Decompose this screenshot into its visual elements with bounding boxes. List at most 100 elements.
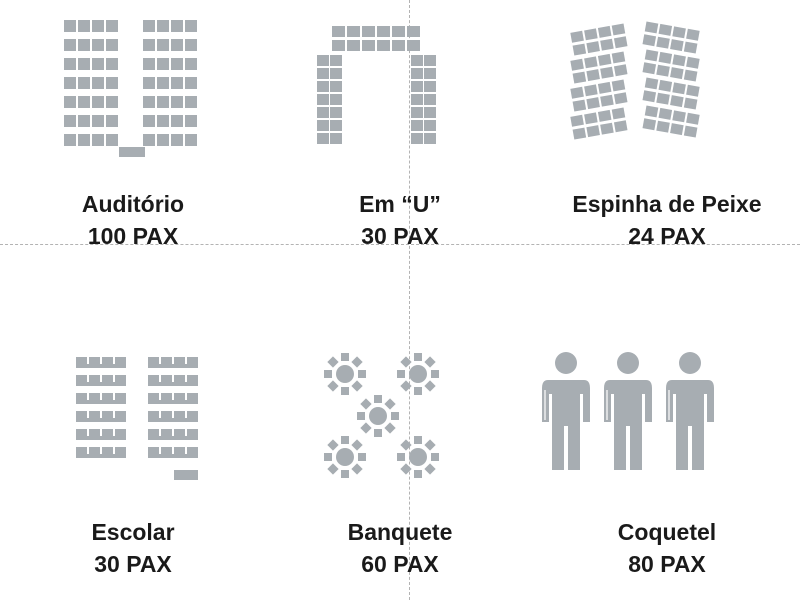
seat-shape bbox=[161, 357, 172, 368]
seat-shape bbox=[115, 447, 126, 458]
seat-shape bbox=[597, 25, 612, 38]
seat-shape bbox=[148, 382, 198, 386]
seat-shape bbox=[357, 412, 365, 420]
seat-shape bbox=[102, 357, 113, 368]
seat-shape bbox=[570, 114, 584, 127]
banquet-tables-icon bbox=[324, 353, 439, 478]
seat-shape bbox=[411, 55, 423, 66]
seat-shape bbox=[683, 125, 698, 138]
seat-shape bbox=[76, 382, 126, 386]
seat-shape bbox=[324, 370, 332, 378]
seat-shape bbox=[642, 90, 657, 103]
seat-shape bbox=[171, 134, 183, 146]
seat-shape bbox=[64, 58, 76, 70]
seat-shape bbox=[330, 81, 342, 92]
seat-shape bbox=[76, 364, 126, 368]
table-shape bbox=[369, 407, 387, 425]
seat-shape bbox=[670, 95, 684, 108]
seat-shape bbox=[670, 123, 684, 136]
layout-name: Escolar bbox=[91, 519, 175, 545]
seat-shape bbox=[157, 96, 169, 108]
seat-shape bbox=[157, 115, 169, 127]
layout-name: Coquetel bbox=[617, 519, 717, 545]
seat-shape bbox=[411, 68, 423, 79]
seat-shape bbox=[686, 84, 700, 97]
seat-shape bbox=[161, 447, 172, 458]
seat-shape bbox=[586, 125, 600, 138]
seat-shape bbox=[327, 439, 339, 451]
seat-shape bbox=[414, 436, 422, 444]
seat-shape bbox=[424, 68, 436, 79]
layout-capacity: 60 PAX bbox=[361, 551, 439, 577]
person-figure bbox=[604, 352, 652, 470]
seat-shape bbox=[89, 411, 100, 422]
seat-shape bbox=[106, 134, 118, 146]
person-figure bbox=[542, 352, 590, 470]
seat-shape bbox=[161, 429, 172, 440]
seat-shape bbox=[683, 69, 698, 82]
seat-shape bbox=[424, 380, 436, 392]
seat-shape bbox=[431, 370, 439, 378]
seat-shape bbox=[642, 118, 657, 131]
seat-shape bbox=[64, 20, 76, 32]
seat-shape bbox=[148, 357, 159, 368]
seat-row bbox=[642, 105, 700, 138]
classroom-seating-icon bbox=[76, 357, 198, 480]
seat-shape bbox=[613, 36, 628, 49]
seat-shape bbox=[157, 58, 169, 70]
seat-shape bbox=[76, 400, 126, 404]
seat-shape bbox=[174, 447, 185, 458]
seat-shape bbox=[400, 380, 412, 392]
seat-shape bbox=[414, 387, 422, 395]
seat-shape bbox=[611, 107, 626, 120]
seat-shape bbox=[185, 134, 197, 146]
seat-shape bbox=[148, 454, 198, 458]
seat-shape bbox=[317, 94, 329, 105]
seat-shape bbox=[115, 411, 126, 422]
seat-shape bbox=[400, 356, 412, 368]
seat-shape bbox=[148, 447, 159, 458]
seat-shape bbox=[644, 77, 659, 90]
horizontal-guide-line bbox=[0, 244, 800, 245]
seat-shape bbox=[102, 429, 113, 440]
seat-shape bbox=[391, 412, 399, 420]
seat-shape bbox=[143, 20, 155, 32]
seat-shape bbox=[157, 20, 169, 32]
seat-shape bbox=[613, 92, 628, 105]
layout-banquete: Banquete 60 PAX bbox=[267, 300, 533, 600]
seat-shape bbox=[76, 429, 87, 440]
seat-shape bbox=[586, 69, 600, 82]
seat-shape bbox=[76, 454, 126, 458]
seat-shape bbox=[64, 96, 76, 108]
seat-shape bbox=[377, 40, 390, 51]
seat-shape bbox=[78, 115, 90, 127]
seat-shape bbox=[414, 353, 422, 361]
seat-shape bbox=[102, 393, 113, 404]
layout-name: Auditório bbox=[81, 191, 185, 217]
seat-shape bbox=[143, 58, 155, 70]
seat-shape bbox=[613, 64, 628, 77]
seat-shape bbox=[600, 66, 614, 79]
seat-shape bbox=[658, 51, 673, 64]
seat-shape bbox=[102, 375, 113, 386]
seat-shape bbox=[584, 56, 598, 69]
seat-shape bbox=[171, 77, 183, 89]
seat-shape bbox=[600, 94, 614, 107]
seat-shape bbox=[64, 134, 76, 146]
layout-capacity: 30 PAX bbox=[94, 551, 172, 577]
seat-shape bbox=[330, 107, 342, 118]
layout-capacity: 24 PAX bbox=[628, 223, 706, 249]
seat-shape bbox=[185, 96, 197, 108]
seat-shape bbox=[78, 58, 90, 70]
seat-shape bbox=[76, 411, 87, 422]
herringbone-seating-icon bbox=[570, 21, 700, 140]
seat-shape bbox=[187, 357, 198, 368]
seat-shape bbox=[187, 429, 198, 440]
seat-shape bbox=[148, 400, 198, 404]
seat-shape bbox=[78, 77, 90, 89]
auditorium-seating-icon bbox=[64, 20, 197, 157]
layout-escolar: Escolar 30 PAX bbox=[0, 300, 266, 600]
seat-shape bbox=[658, 107, 673, 120]
seat-shape bbox=[174, 470, 198, 480]
seat-shape bbox=[185, 58, 197, 70]
